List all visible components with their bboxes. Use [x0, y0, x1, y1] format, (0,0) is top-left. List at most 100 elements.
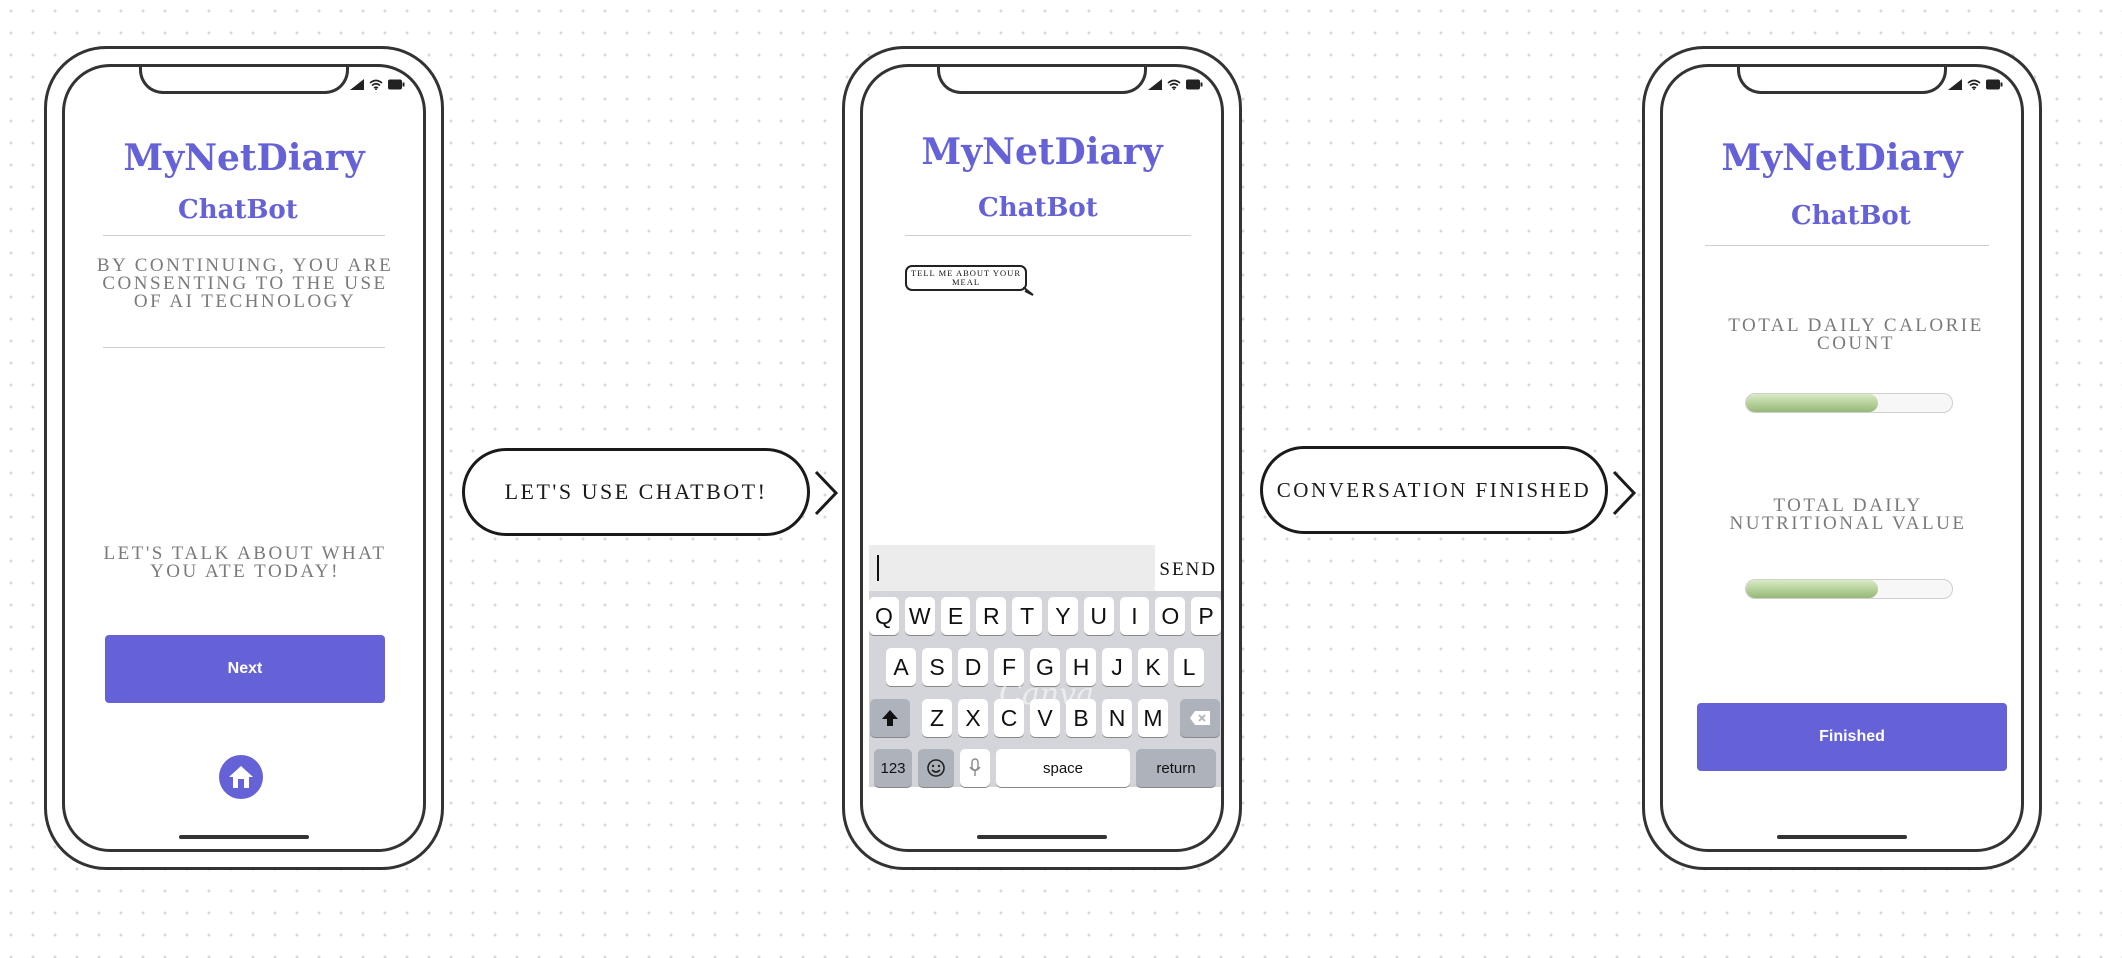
app-title: MyNetDiary [123, 137, 365, 179]
key-k[interactable]: K [1138, 648, 1168, 686]
key-a[interactable]: A [886, 648, 916, 686]
numbers-key[interactable]: 123 [874, 749, 912, 787]
app-subtitle: ChatBot [178, 195, 298, 225]
phone-welcome: MyNetDiary ChatBot BY CONTINUING, YOU AR… [44, 46, 444, 870]
home-indicator [179, 835, 309, 839]
app-subtitle: ChatBot [978, 193, 1098, 223]
calorie-progress-bar [1745, 393, 1953, 413]
key-u[interactable]: U [1083, 597, 1114, 635]
key-f[interactable]: F [994, 648, 1024, 686]
return-key[interactable]: return [1136, 749, 1216, 787]
nutrition-progress-fill [1746, 580, 1878, 598]
backspace-key[interactable] [1180, 699, 1220, 737]
divider [1705, 245, 1989, 246]
microphone-key[interactable] [960, 749, 990, 787]
signal-icon [1148, 79, 1162, 90]
emoji-key[interactable] [918, 749, 954, 787]
app-subtitle: ChatBot [1791, 201, 1911, 231]
chevron-right-icon [1612, 470, 1637, 516]
key-w[interactable]: W [904, 597, 935, 635]
divider [905, 235, 1191, 236]
status-bar [1948, 79, 2003, 90]
nutrition-label: TOTAL DAILY NUTRITIONAL VALUE [1729, 495, 1967, 534]
key-r[interactable]: R [976, 597, 1007, 635]
phone-notch [1737, 67, 1947, 94]
divider [103, 347, 385, 348]
key-x[interactable]: X [958, 699, 988, 737]
phone-screen: MyNetDiary ChatBot TOTAL DAILY CALORIE C… [1660, 64, 2024, 852]
home-indicator [1777, 835, 1907, 839]
key-z[interactable]: Z [922, 699, 952, 737]
key-p[interactable]: P [1191, 597, 1221, 635]
microphone-icon [969, 758, 981, 776]
key-g[interactable]: G [1030, 648, 1060, 686]
send-button[interactable]: SEND [1159, 559, 1217, 580]
signal-icon [1948, 79, 1962, 90]
home-icon [229, 766, 253, 788]
status-bar [350, 79, 405, 90]
wifi-icon [1967, 79, 1981, 90]
battery-icon [1986, 79, 2003, 90]
text-caret [877, 555, 879, 581]
phone-notch [937, 67, 1147, 94]
next-button[interactable]: Next [105, 635, 385, 703]
battery-icon [1186, 79, 1203, 90]
key-q[interactable]: Q [869, 597, 899, 635]
shift-key[interactable] [870, 699, 910, 737]
shift-icon [882, 710, 898, 726]
bubble-tail [1023, 287, 1034, 296]
app-title: MyNetDiary [1721, 137, 1963, 179]
phone-results: MyNetDiary ChatBot TOTAL DAILY CALORIE C… [1642, 46, 2042, 870]
emoji-icon [927, 759, 945, 777]
calorie-progress-fill [1746, 394, 1878, 412]
chevron-right-icon [814, 470, 839, 516]
key-t[interactable]: T [1012, 597, 1042, 635]
message-input[interactable] [869, 545, 1155, 591]
calorie-label: TOTAL DAILY CALORIE COUNT [1728, 315, 1984, 354]
home-button[interactable] [219, 755, 263, 799]
app-title: MyNetDiary [921, 131, 1163, 173]
phone-screen: MyNetDiary ChatBot BY CONTINUING, YOU AR… [62, 64, 426, 852]
key-n[interactable]: N [1102, 699, 1132, 737]
key-m[interactable]: M [1138, 699, 1168, 737]
key-e[interactable]: E [940, 597, 971, 635]
key-c[interactable]: C [994, 699, 1024, 737]
home-indicator [977, 835, 1107, 839]
key-s[interactable]: S [922, 648, 952, 686]
nutrition-progress-bar [1745, 579, 1953, 599]
prompt-text: LET'S TALK ABOUT WHAT YOU ATE TODAY! [103, 543, 387, 582]
key-b[interactable]: B [1066, 699, 1096, 737]
key-h[interactable]: H [1066, 648, 1096, 686]
chat-bubble: TELL ME ABOUT YOUR MEAL [905, 265, 1027, 291]
wifi-icon [1167, 79, 1181, 90]
key-d[interactable]: D [958, 648, 988, 686]
phone-notch [139, 67, 349, 94]
divider [103, 235, 385, 236]
status-bar [1148, 79, 1203, 90]
space-key[interactable]: space [996, 749, 1130, 787]
finished-button[interactable]: Finished [1697, 703, 2007, 771]
keyboard-row-4: 123 space return [869, 749, 1221, 787]
backspace-icon [1190, 711, 1210, 725]
transition-label: CONVERSATION FINISHED [1260, 446, 1608, 534]
transition-label: LET'S USE CHATBOT! [462, 448, 810, 536]
key-l[interactable]: L [1174, 648, 1204, 686]
phone-chat: MyNetDiary ChatBot TELL ME ABOUT YOUR ME… [842, 46, 1242, 870]
key-v[interactable]: V [1030, 699, 1060, 737]
battery-icon [388, 79, 405, 90]
key-y[interactable]: Y [1048, 597, 1078, 635]
phone-screen: MyNetDiary ChatBot TELL ME ABOUT YOUR ME… [860, 64, 1224, 852]
key-o[interactable]: O [1155, 597, 1186, 635]
wifi-icon [369, 79, 383, 90]
canva-watermark: Canva [999, 677, 1094, 712]
key-i[interactable]: I [1119, 597, 1150, 635]
key-j[interactable]: J [1102, 648, 1132, 686]
signal-icon [350, 79, 364, 90]
consent-text: BY CONTINUING, YOU ARE CONSENTING TO THE… [96, 255, 394, 312]
